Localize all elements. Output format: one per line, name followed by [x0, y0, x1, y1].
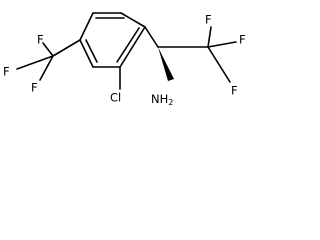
benzene-ring [79, 12, 146, 68]
amine-subscript: 2 [168, 98, 173, 107]
atom-chlorine: Cl [110, 91, 121, 105]
bond [39, 55, 54, 81]
atom-fluorine: F [205, 13, 212, 27]
atom-amine: NH2 [151, 92, 173, 107]
ring-bond [119, 26, 146, 68]
bond [144, 26, 159, 48]
bond [16, 55, 54, 70]
trifluoroethylamine-chain: F F F NH2 [144, 13, 246, 107]
bond [207, 26, 212, 48]
atom-fluorine: F [231, 84, 238, 98]
ring-bond [79, 12, 94, 41]
trifluoromethyl-group-left: F F F [3, 33, 81, 95]
atom-fluorine: F [3, 65, 10, 79]
atom-fluorine: F [239, 33, 246, 47]
wedge-bond [158, 47, 174, 81]
ring-double-bond [116, 27, 140, 63]
atom-fluorine: F [31, 81, 38, 95]
bond [207, 46, 231, 83]
amine-label: NH [151, 92, 168, 106]
bond [42, 42, 54, 57]
atom-fluorine: F [37, 33, 44, 47]
chloro-group: Cl [110, 66, 121, 105]
bond [52, 39, 81, 57]
ring-double-bond [85, 39, 98, 63]
bond [207, 41, 237, 48]
chemical-structure: F F F Cl F F F NH2 [3, 12, 246, 107]
ring-bond [120, 12, 146, 28]
ring-bond [79, 39, 94, 68]
